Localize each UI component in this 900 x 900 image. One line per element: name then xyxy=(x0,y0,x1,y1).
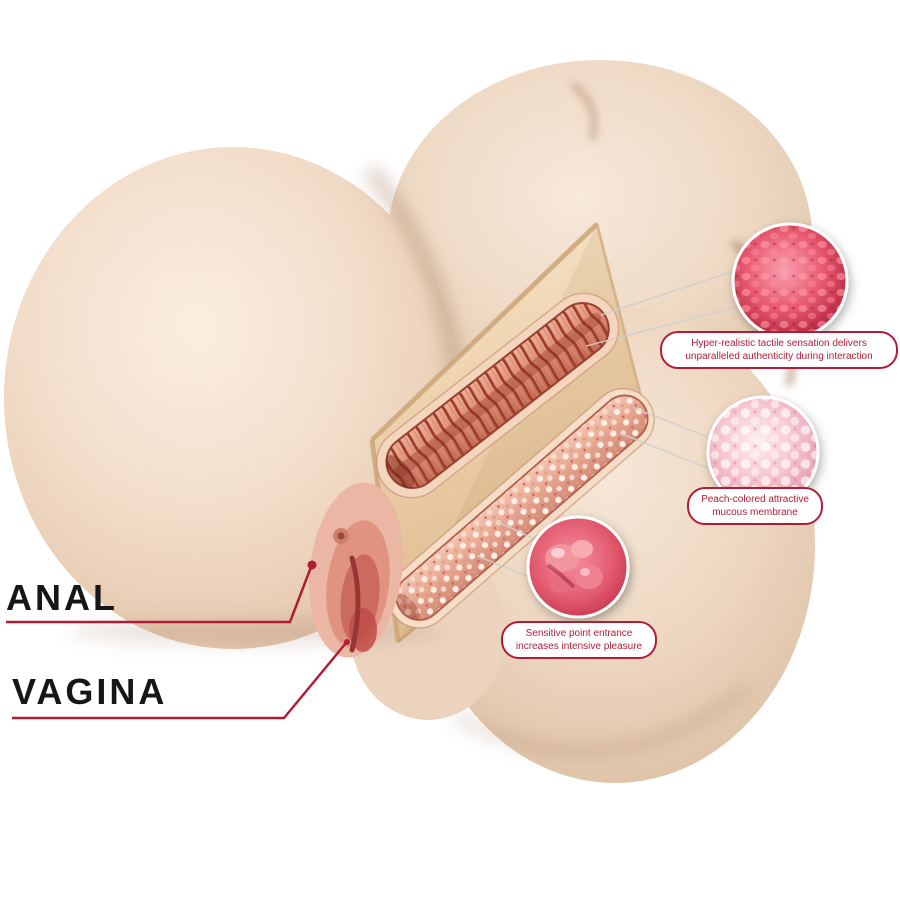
zoom-leader-lines xyxy=(476,269,742,581)
callout-mucous-membrane: Peach-colored attractive mucous membrane xyxy=(687,487,823,525)
label-anal: ANAL xyxy=(6,577,118,618)
inset-tactile-photo xyxy=(731,222,849,340)
callout-sensitive-entrance: Sensitive point entrance increases inten… xyxy=(501,621,657,659)
vulva-detail xyxy=(309,482,403,658)
callout-tactile-sensation: Hyper-realistic tactile sensation delive… xyxy=(660,331,898,369)
vagina-pointer-line xyxy=(12,639,350,720)
label-vagina: VAGINA xyxy=(12,671,168,712)
inset-membrane-photo xyxy=(706,395,820,509)
vaginal-canal-texture xyxy=(375,292,620,499)
anal-pointer-line xyxy=(6,560,317,624)
anal-canal-texture xyxy=(387,388,655,629)
inset-entrance-photo xyxy=(526,515,630,619)
